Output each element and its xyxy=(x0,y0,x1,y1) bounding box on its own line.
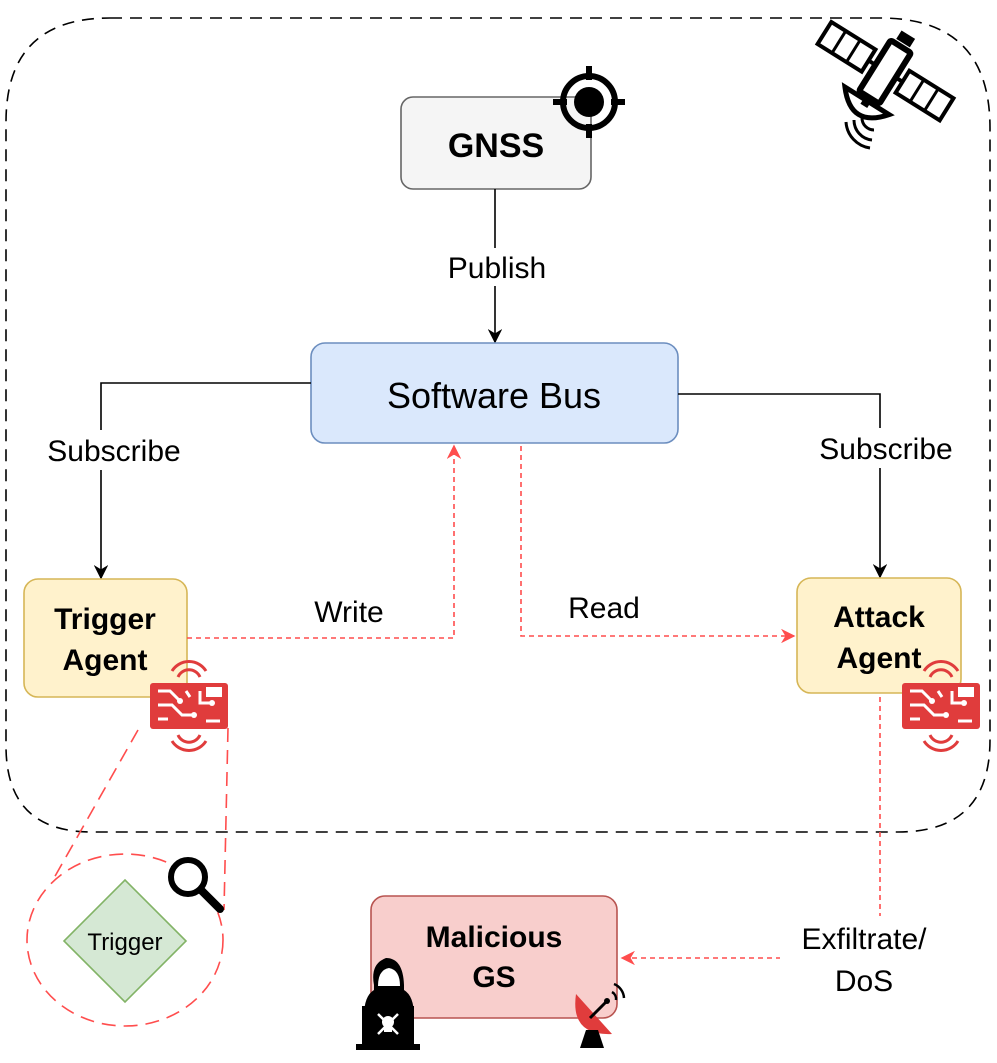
circuit-chip-icon-attack xyxy=(902,660,980,752)
exfiltrate-label-line1: Exfiltrate/ xyxy=(801,923,927,956)
write-label: Write xyxy=(314,596,383,629)
software-bus-node: Software Bus xyxy=(310,342,679,444)
attack-agent-label-line2: Agent xyxy=(837,642,922,675)
trigger-node: Trigger xyxy=(62,878,188,1004)
malicious-gs-label-line2: GS xyxy=(472,961,515,994)
satellite-dish-icon xyxy=(575,982,626,1048)
subscribe-right-label: Subscribe xyxy=(819,433,952,466)
read-edge xyxy=(520,446,796,644)
zoom-line-right xyxy=(223,727,229,911)
subscribe-right-edge xyxy=(678,393,888,579)
malicious-gs-node: Malicious GS xyxy=(370,895,618,1019)
gnss-label: GNSS xyxy=(448,127,544,165)
trigger-label: Trigger xyxy=(87,929,162,956)
trigger-agent-label-line2: Agent xyxy=(63,644,148,677)
attack-agent-label-line1: Attack xyxy=(833,601,925,634)
subscribe-left-label: Subscribe xyxy=(47,435,180,468)
hacker-laptop-icon xyxy=(356,958,420,1050)
satellite-icon xyxy=(814,19,957,124)
crosshair-icon xyxy=(553,66,625,138)
zoom-line-left xyxy=(53,729,139,879)
software-bus-label: Software Bus xyxy=(387,375,601,416)
publish-label: Publish xyxy=(448,252,546,285)
satellite-signal-icon xyxy=(844,117,875,150)
spacecraft-boundary xyxy=(5,17,991,833)
attack-agent-node: Attack Agent xyxy=(796,577,962,694)
trigger-agent-label-line1: Trigger xyxy=(54,603,156,636)
gnss-node: GNSS xyxy=(400,96,592,190)
exfiltrate-label-line2: DoS xyxy=(835,965,893,998)
trigger-zoom-circle xyxy=(26,853,224,1027)
subscribe-left-edge xyxy=(93,382,311,580)
circuit-chip-icon-trigger xyxy=(150,660,228,752)
magnifier-icon xyxy=(168,857,224,913)
malicious-gs-label-line1: Malicious xyxy=(426,921,563,954)
trigger-agent-node: Trigger Agent xyxy=(23,578,188,698)
read-label: Read xyxy=(568,592,640,625)
